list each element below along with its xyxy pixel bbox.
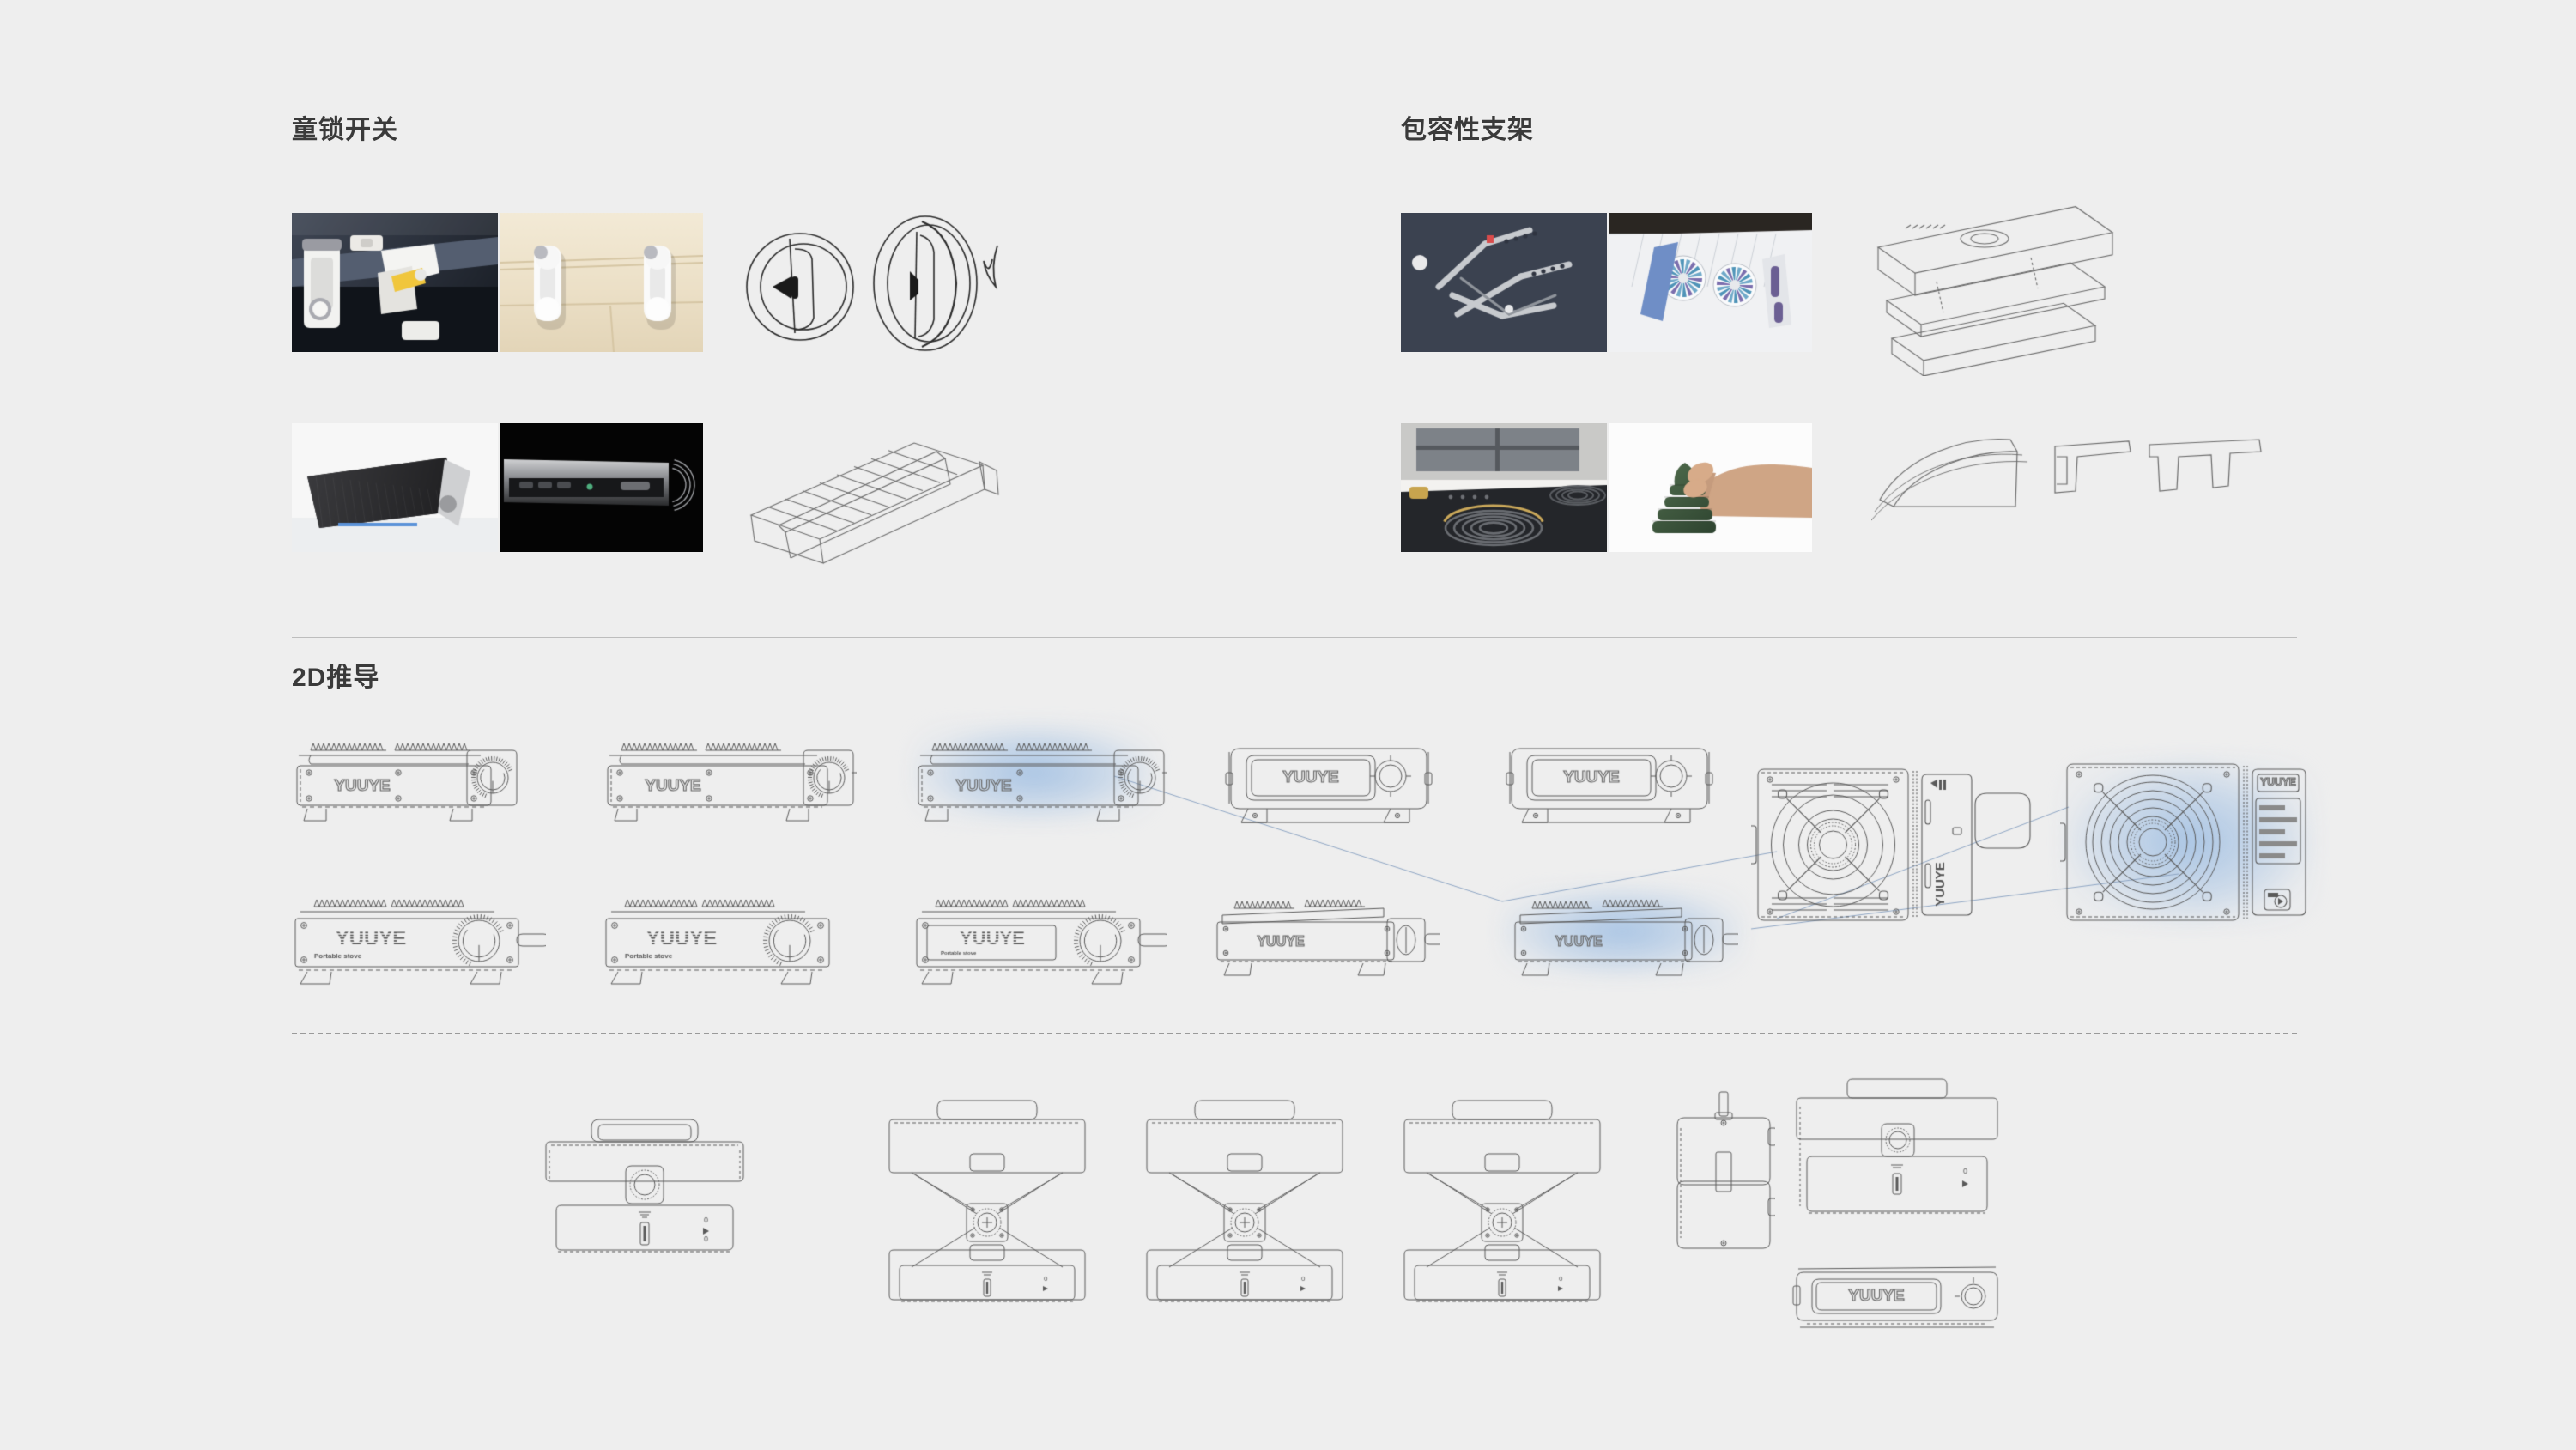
sketch-bracket-profiles (1871, 421, 2266, 558)
concept-10 (910, 893, 1167, 987)
photo-folding-laptop-stand (1401, 213, 1607, 352)
sketch-folded-case-exploded (1854, 187, 2172, 376)
photo-portable-bluetooth-speaker (292, 423, 498, 552)
concept-11 (1209, 893, 1440, 987)
ortho-scissor-lift-2 (1142, 1099, 1348, 1331)
ortho-side-view (1672, 1090, 1775, 1275)
photo-hand-ergonomic-puck (1609, 423, 1812, 552)
section-divider-top (292, 637, 2297, 638)
sketch-speaker-bar-perspective (734, 412, 1034, 567)
ortho-front-detail (1790, 1077, 2004, 1249)
concept-12 (1506, 893, 1738, 987)
section-title-inclusive-bracket: 包容性支架 (1401, 116, 1534, 144)
photo-child-lock-mounted-on-drawer (500, 213, 703, 352)
concept-2 (599, 735, 857, 829)
ortho-scissor-lift-1 (884, 1099, 1090, 1331)
concept-1 (288, 735, 520, 829)
concept-6-top-view (1751, 762, 2034, 927)
concept-8 (288, 893, 546, 987)
photo-speaker-edge-controls-dark (500, 423, 703, 552)
concept-3 (910, 735, 1167, 829)
ortho-front-panel-badge (1790, 1262, 2004, 1348)
section-title-child-lock: 童锁开关 (292, 116, 398, 144)
ortho-front-closed (537, 1116, 752, 1322)
concept-4 (1217, 743, 1440, 829)
concept-9 (599, 893, 857, 987)
sketch-child-lock-switch-round-toggle (738, 204, 1030, 359)
section-divider-dashed (292, 1033, 2297, 1034)
photo-laptop-stand-with-fans (1609, 213, 1812, 352)
photo-induction-cooktop (1401, 423, 1607, 552)
concept-7-top-view-final (2060, 757, 2318, 927)
ortho-scissor-lift-3 (1399, 1099, 1605, 1331)
section-title-2d-derivation: 2D推导 (292, 664, 380, 692)
photo-cabinet-child-lock-pair (292, 213, 498, 352)
concept-5 (1498, 743, 1721, 829)
